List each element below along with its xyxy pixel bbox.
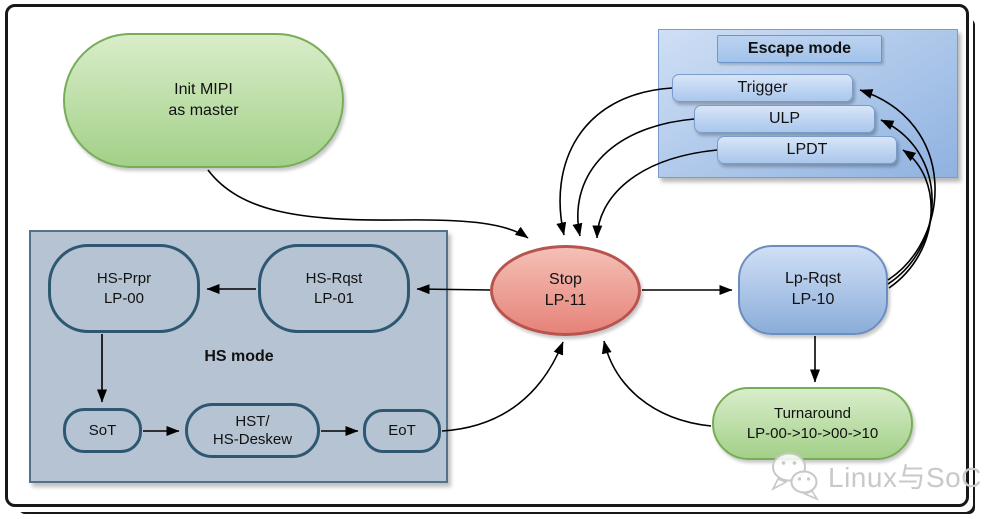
state-lpdt: LPDT [717, 136, 897, 164]
state-hst-hs-deskew: HST/ HS-Deskew [185, 403, 320, 458]
state-stop-lp11: Stop LP-11 [490, 245, 641, 336]
state-hs-prpr-lp00: HS-Prpr LP-00 [48, 244, 200, 333]
watermark-text: Linux与SoC [828, 462, 982, 493]
state-trigger: Trigger [672, 74, 853, 102]
state-init-mipi: Init MIPI as master [63, 33, 344, 168]
watermark: Linux与SoC [766, 449, 982, 503]
state-eot: EoT [363, 409, 441, 453]
hs-mode-label: HS mode [204, 347, 274, 365]
state-sot: SoT [63, 408, 142, 453]
escape-mode-title: Escape mode [717, 35, 882, 63]
wechat-icon [771, 452, 820, 501]
state-hs-rqst-lp01: HS-Rqst LP-01 [258, 244, 410, 333]
state-turnaround: Turnaround LP-00->10->00->10 [712, 387, 913, 460]
state-ulp: ULP [694, 105, 875, 133]
state-lp-rqst-lp10: Lp-Rqst LP-10 [738, 245, 888, 335]
